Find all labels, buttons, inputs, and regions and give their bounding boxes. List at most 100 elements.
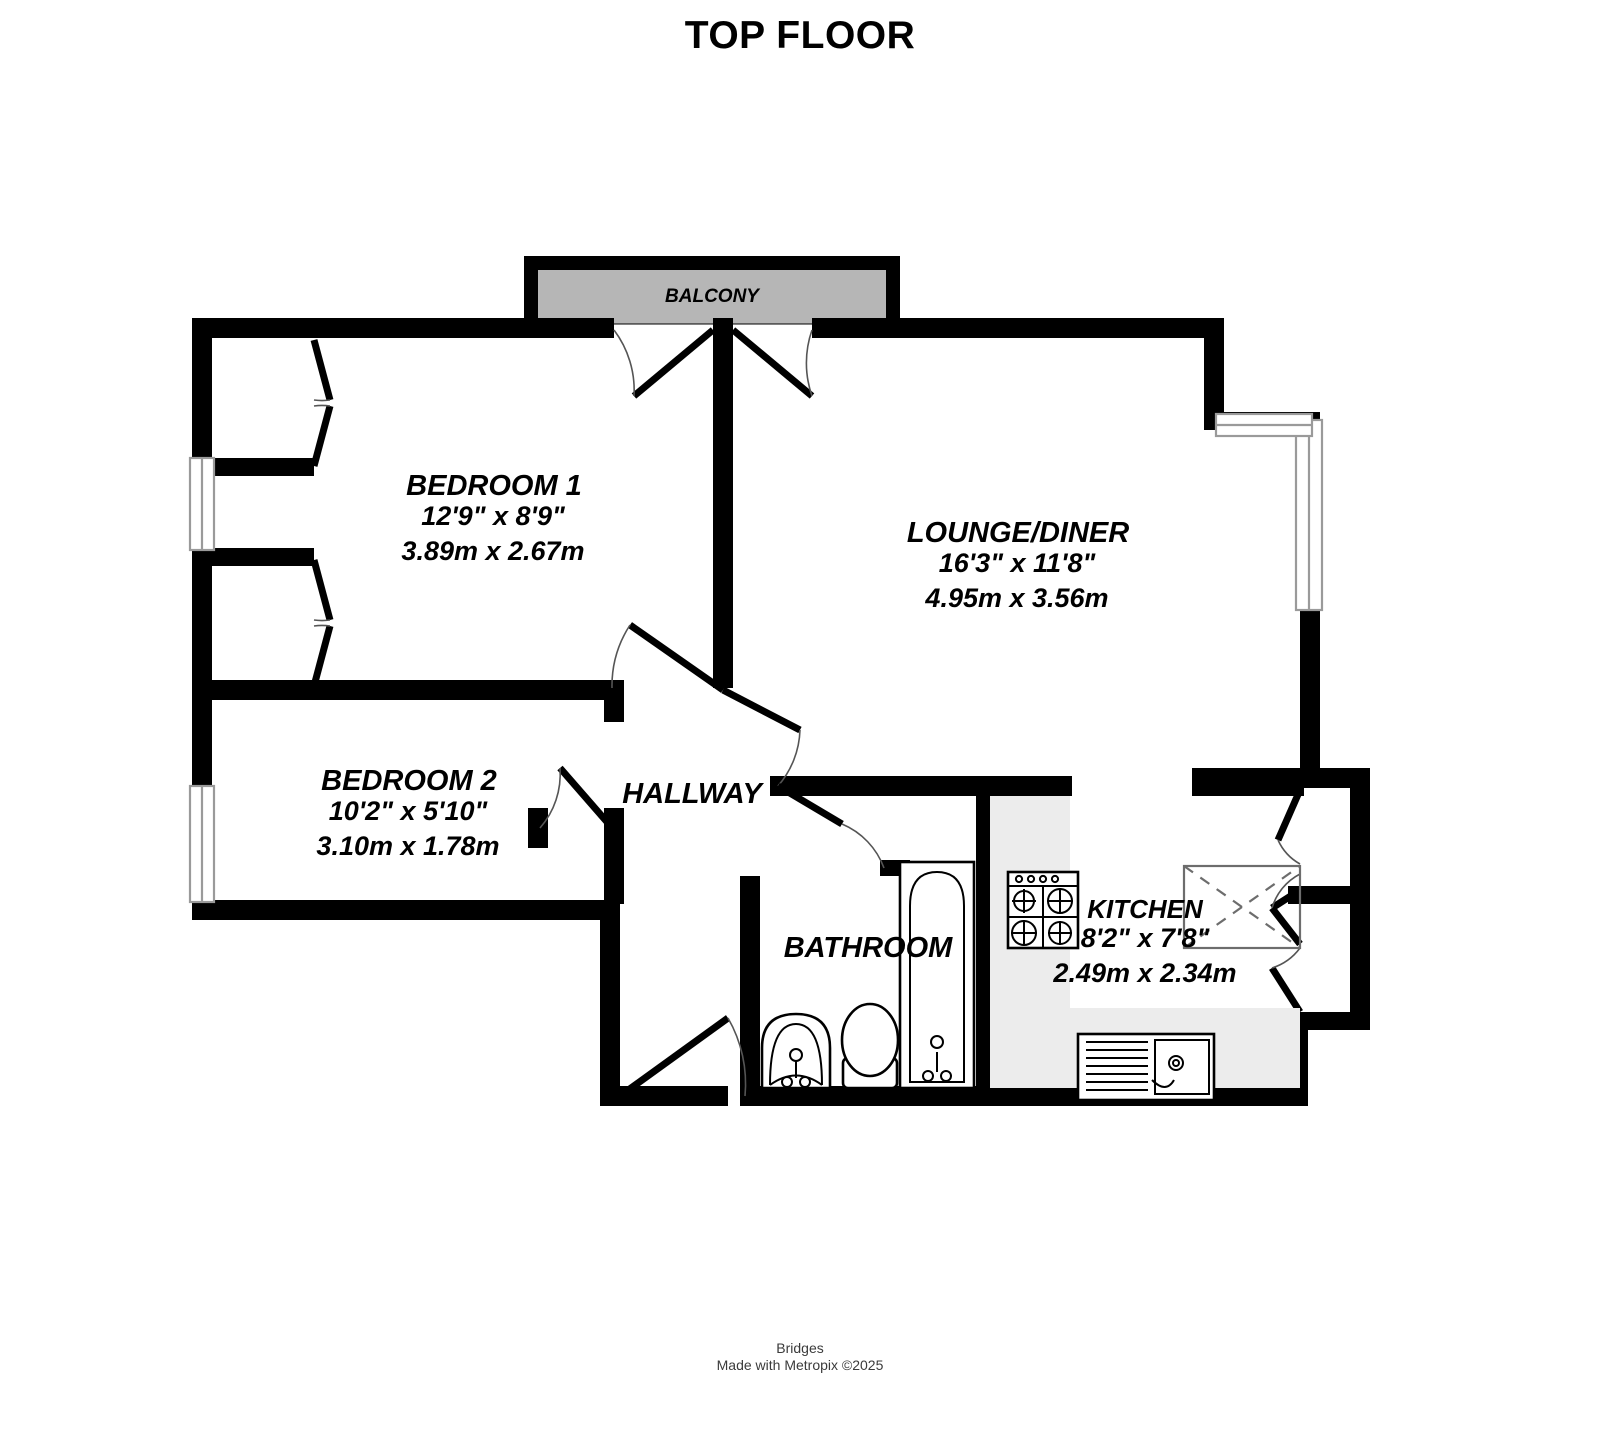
bath-plug (930, 1035, 944, 1049)
door-bedroom1-arc (611, 624, 631, 689)
footer-credit: Made with Metropix ©2025 (716, 1357, 884, 1373)
door-cupboard-lower-leaf (1269, 966, 1303, 1014)
wall-left-2 (192, 548, 212, 786)
page-title: TOP FLOOR (684, 14, 916, 57)
kitchen-area (990, 796, 1302, 1102)
kitchen-label: KITCHEN (1087, 894, 1204, 924)
wc-bowl (840, 1002, 900, 1078)
door-lounge-leaf (721, 686, 802, 734)
hob-icon (1006, 870, 1080, 950)
door-wardrobe-1b-leaf (310, 405, 334, 467)
kitchen-imperial: 8'2" x 7'8" (1081, 923, 1211, 953)
toilet-icon (840, 1002, 900, 1090)
door-bedroom1-leaf (627, 622, 726, 693)
door-bedroom2-leaf (557, 765, 617, 833)
bathroom-label: BATHROOM (784, 932, 953, 964)
bathroom-area (760, 860, 976, 1090)
door-balcony-left-arc (613, 329, 635, 397)
wall-wardrobe-stub-upper (212, 458, 314, 476)
hob-knob-4 (1050, 874, 1060, 884)
door-wardrobe-2a-arc (313, 619, 331, 622)
bath-tap-right (940, 1070, 952, 1082)
door-entrance-leaf (617, 1015, 731, 1099)
lounge-label: LOUNGE/DINER (907, 517, 1129, 549)
hob-knob-2 (1026, 874, 1036, 884)
wall-right-step-low (1288, 1012, 1368, 1030)
hob-knob-1 (1014, 874, 1024, 884)
footer-company: Bridges (776, 1340, 824, 1356)
sink-tap (1151, 1079, 1175, 1088)
door-balcony-right-arc (805, 329, 813, 397)
door-balcony-left-leaf (631, 327, 716, 399)
sink-plughole-outer (1168, 1055, 1184, 1071)
sink-bowl (1154, 1039, 1210, 1095)
doors (310, 327, 1304, 1099)
footer: Bridges Made with Metropix ©2025 (0, 1340, 1600, 1374)
bedroom1-label: BEDROOM 1 (406, 470, 582, 502)
door-lounge-arc (777, 729, 801, 787)
door-cupboard-lower-arc (1271, 947, 1301, 969)
wall-lounge-right-lower (1300, 602, 1320, 782)
wall-bed1-bed2 (212, 680, 624, 700)
door-cupboard-upper-leaf (1274, 788, 1304, 842)
wall-top-left (192, 318, 612, 338)
outer-walls (192, 318, 1370, 1106)
basin-bowl-edge (769, 1074, 823, 1086)
balcony-wall-top (524, 256, 900, 270)
bedroom2-label: BEDROOM 2 (321, 765, 497, 797)
basin-icon (760, 1012, 832, 1090)
wall-bathroom-left (740, 876, 760, 1088)
cupboard-diag-1 (1183, 865, 1301, 949)
door-wardrobe-2b-leaf (310, 625, 334, 687)
bath-outer (898, 860, 976, 1090)
door-kitchen-arc (841, 823, 885, 869)
wall-bathroom-kitchen (976, 796, 990, 1088)
door-wardrobe-2b-arc (313, 624, 331, 627)
cupboard-body (1182, 864, 1302, 950)
wall-lounge-right-upper (1204, 318, 1224, 426)
wall-top-right (812, 318, 1224, 338)
hob-knob-3 (1038, 874, 1048, 884)
sink-icon (1076, 1032, 1216, 1102)
kitchen-metric: 2.49m x 2.34m (1052, 958, 1236, 988)
bath-inner (909, 870, 965, 1083)
wall-bottom-bed2 (192, 900, 620, 920)
wall-center-spine (713, 318, 733, 688)
balcony-wall-right (886, 256, 900, 326)
wall-top-left-jamb (592, 318, 614, 338)
hallway-label: HALLWAY (622, 778, 764, 810)
lounge-metric: 4.95m x 3.56m (924, 583, 1108, 613)
balcony-slab (536, 267, 888, 325)
wall-hall-lounge-right (1192, 776, 1304, 796)
basin-inner (769, 1022, 823, 1086)
door-cupboard-mid2-leaf (1269, 905, 1303, 947)
door-wardrobe-1b-arc (313, 404, 331, 407)
door-bedroom2-arc (539, 767, 562, 829)
door-wardrobe-2a-leaf (310, 559, 334, 621)
door-cupboard-upper-arc (1277, 839, 1301, 865)
bath-tap-left (922, 1070, 934, 1082)
windows (188, 412, 1324, 904)
bedroom1-imperial: 12'9" x 8'9" (421, 501, 566, 531)
cupboard-diag-2 (1183, 865, 1301, 949)
door-entrance-arc (727, 1017, 747, 1097)
sink-plughole-inner (1172, 1059, 1180, 1067)
wall-bottom-entrance (600, 1086, 728, 1106)
door-wardrobe-1a-arc (313, 399, 331, 402)
balcony-wall-left (524, 256, 538, 326)
bedroom2-metric: 3.10m x 1.78m (316, 831, 499, 861)
wall-entrance-left (600, 900, 620, 1100)
lounge-imperial: 16'3" x 11'8" (939, 548, 1097, 578)
balcony-area: BALCONY (524, 256, 900, 326)
wall-jamb-bed2-door-b (528, 808, 548, 848)
wall-hall-lounge (770, 776, 1072, 796)
door-wardrobe-1a-leaf (310, 339, 334, 401)
door-cupboard-mid-arc (1271, 873, 1301, 909)
bedroom1-metric: 3.89m x 2.67m (401, 536, 584, 566)
bath-icon (898, 860, 976, 1090)
room-labels: BEDROOM 1 12'9" x 8'9" 3.89m x 2.67m BED… (316, 470, 1236, 988)
wall-left-1 (192, 318, 212, 458)
wall-right-step-mid (1288, 886, 1370, 904)
